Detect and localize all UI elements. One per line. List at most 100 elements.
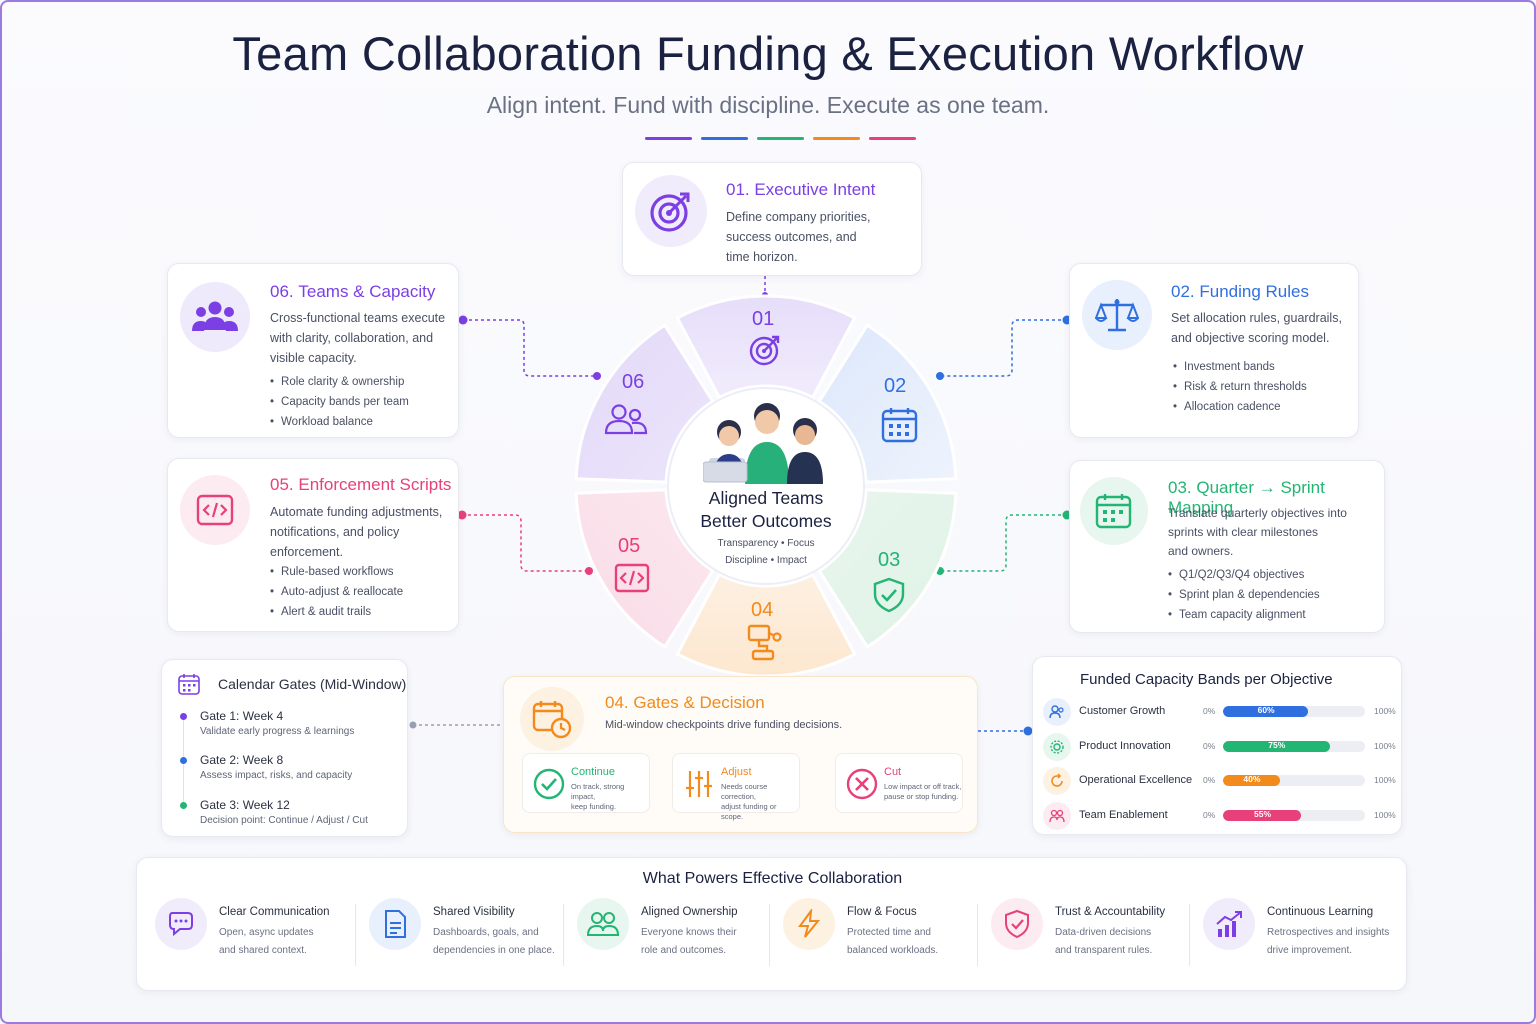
bullet-item: Investment bands (1173, 357, 1307, 377)
people-icon (1043, 802, 1071, 830)
wheel-segment-02[interactable] (817, 323, 958, 484)
card-05-bullets: Rule-based workflows Auto-adjust & reall… (270, 562, 403, 622)
team-icon (577, 898, 629, 950)
decision-title: Adjust (721, 766, 752, 778)
card-02-bullets: Investment bands Risk & return threshold… (1173, 357, 1307, 417)
calendar-clock-icon (532, 701, 572, 739)
bullet-item: Sprint plan & dependencies (1168, 585, 1320, 605)
band-track: 75% (1223, 741, 1365, 752)
bullet-item: Rule-based workflows (270, 562, 403, 582)
band-fill: 40% (1223, 775, 1280, 786)
band-track: 60% (1223, 706, 1365, 717)
center-hub-content: Aligned Teams Better Outcomes Transparen… (666, 400, 866, 580)
card-06-icon-wrap (180, 282, 250, 352)
card-quarter-sprint-mapping[interactable]: 03. Quarter → Sprint Mapping Translate q… (1069, 460, 1385, 633)
card-teams-capacity[interactable]: 06. Teams & Capacity Cross-functional te… (167, 263, 459, 438)
document-icon (369, 898, 421, 950)
page-subtitle: Align intent. Fund with discipline. Exec… (486, 92, 1050, 118)
card-06-title: 06. Teams & Capacity (270, 282, 436, 301)
card-gates-decision[interactable]: 04. Gates & Decision Mid-window checkpoi… (503, 676, 978, 833)
gates-title: Calendar Gates (Mid-Window) (218, 676, 407, 692)
gate-item-1: Gate 1: Week 4 Validate early progress &… (200, 709, 355, 737)
segment-06-num: 06 (622, 371, 645, 393)
wheel-segment-05[interactable] (574, 488, 715, 649)
team-group-icon (192, 301, 238, 331)
accent-bar (813, 137, 860, 140)
target-icon (749, 335, 780, 366)
powers-divider (1189, 904, 1190, 966)
segment-05-num: 05 (618, 535, 641, 557)
center-hub (667, 387, 865, 585)
gate-dot (180, 802, 187, 809)
band-label: Customer Growth (1079, 705, 1166, 717)
band-label: Operational Excellence (1079, 774, 1193, 786)
code-icon (614, 563, 650, 593)
center-tags-line2: Discipline • Impact (725, 555, 807, 566)
page-title: Team Collaboration Funding & Execution W… (232, 27, 1304, 80)
bullet-item: Risk & return thresholds (1173, 377, 1307, 397)
flow-icon (747, 624, 782, 661)
segment-03-num: 03 (878, 549, 901, 571)
gate-dot (180, 713, 187, 720)
card-funding-rules[interactable]: 02. Funding Rules Set allocation rules, … (1069, 263, 1359, 438)
band-value: 55% (1254, 810, 1272, 819)
power-title: Aligned Ownership (641, 906, 738, 918)
decision-title: Cut (884, 766, 902, 778)
power-title: Trust & Accountability (1055, 906, 1166, 918)
card-05-title: 05. Enforcement Scripts (270, 475, 452, 494)
card-03-bullets: Q1/Q2/Q3/Q4 objectives Sprint plan & dep… (1168, 565, 1320, 625)
decision-cut[interactable]: Cut Low impact or off track,pause or sto… (835, 753, 963, 813)
card-06-bullets: Role clarity & ownership Capacity bands … (270, 372, 409, 432)
decision-continue[interactable]: Continue On track, strong impact,keep fu… (522, 753, 650, 813)
card-executive-intent[interactable]: 01. Executive Intent Define company prio… (622, 162, 922, 276)
code-icon (196, 494, 234, 526)
workflow-wheel (574, 294, 958, 678)
wheel-segment-03[interactable] (817, 488, 958, 649)
team-people-illustration (703, 403, 823, 484)
card-05-icon-wrap (180, 475, 250, 545)
card-01-icon-wrap (635, 175, 707, 247)
decision-adjust[interactable]: Adjust Needs course correction,adjust fu… (672, 753, 800, 821)
target-icon (650, 192, 690, 232)
users-icon (1043, 698, 1071, 726)
bullet-item: Team capacity alignment (1168, 605, 1320, 625)
wheel-segment-06[interactable] (574, 323, 715, 484)
power-title: Continuous Learning (1267, 906, 1374, 918)
gate-dot (180, 757, 187, 764)
check-circle-icon (533, 768, 565, 800)
lightning-icon (783, 898, 835, 950)
band-fill: 60% (1223, 706, 1309, 717)
card-02-desc: Set allocation rules, guardrails,and obj… (1171, 311, 1342, 345)
card-03-icon-wrap (1080, 477, 1148, 545)
powers-divider (355, 904, 356, 966)
chat-icon (155, 898, 207, 950)
accent-bar (701, 137, 748, 140)
band-fill: 55% (1223, 810, 1302, 821)
band-label: Product Innovation (1079, 740, 1171, 752)
segment-02-num: 02 (884, 375, 907, 397)
card-enforcement-scripts[interactable]: 05. Enforcement Scripts Automate funding… (167, 458, 459, 632)
gear-icon (1043, 733, 1071, 761)
growth-chart-icon (1203, 898, 1255, 950)
wheel-segment-01[interactable] (675, 294, 857, 400)
band-min-label: 0% (1203, 810, 1216, 820)
powers-panel: What Powers Effective Collaboration Clea… (136, 857, 1407, 991)
bullet-item: Allocation cadence (1173, 397, 1307, 417)
refresh-icon (1043, 767, 1071, 795)
band-value: 60% (1257, 706, 1275, 715)
band-track: 40% (1223, 775, 1365, 786)
